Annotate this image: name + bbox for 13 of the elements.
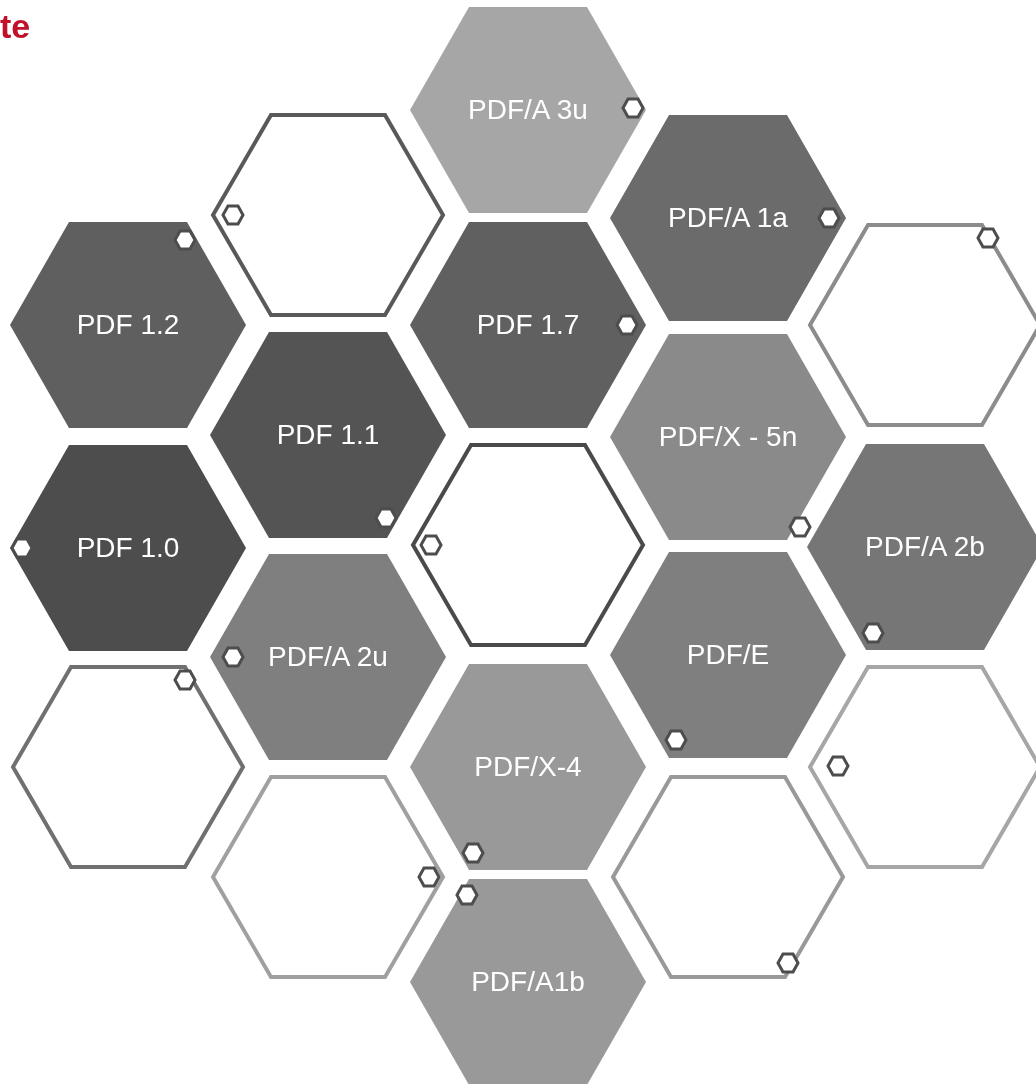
hexagon-label: PDF 1.0	[76, 531, 180, 565]
hexagon-label: PDF/A 3u	[468, 93, 588, 127]
hexagon-label: PDF 1.2	[76, 308, 180, 342]
hexagon-label: PDF/E	[686, 638, 770, 672]
hexagon-label: PDF/A 2b	[865, 530, 985, 564]
hexagon-label: PDF 1.1	[276, 418, 380, 452]
hexagon-label: PDF/X-4	[474, 750, 582, 784]
hexagon-label: PDF/A 2u	[268, 640, 388, 674]
hexagon-label: PDF/A1b	[471, 965, 585, 999]
hexagon-label: PDF/A 1a	[668, 201, 788, 235]
hexagon-label: PDF 1.7	[476, 308, 580, 342]
hexagon-label: PDF/X - 5n	[658, 420, 798, 454]
title: te	[0, 6, 31, 47]
